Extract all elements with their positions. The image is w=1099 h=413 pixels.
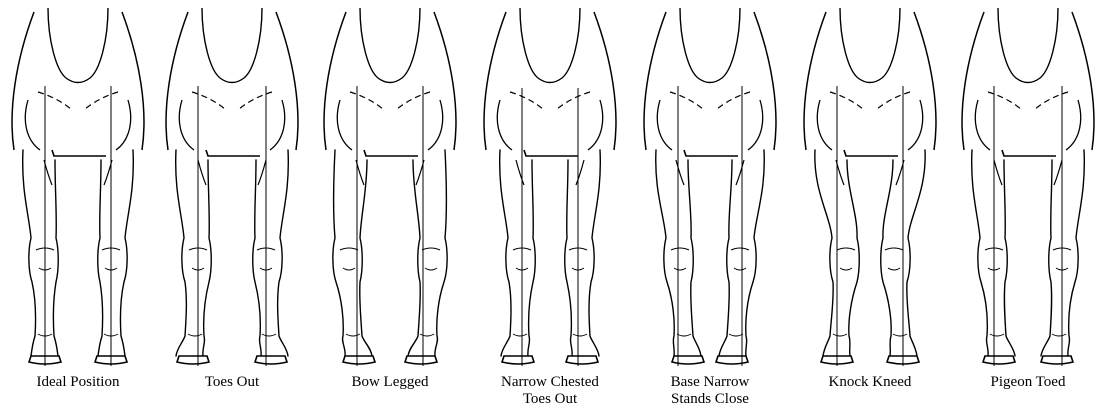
caption-line: Toes Out bbox=[476, 391, 624, 408]
horse-front-legs-drawing bbox=[316, 0, 464, 372]
horse-front-legs-drawing bbox=[4, 0, 152, 372]
figure-knock-kneed: Knock Kneed bbox=[796, 0, 944, 413]
horse-front-legs-drawing bbox=[954, 0, 1099, 372]
figure-toes-out: Toes Out bbox=[158, 0, 306, 413]
caption-line: Narrow Chested bbox=[476, 374, 624, 391]
caption-line: Base Narrow bbox=[636, 374, 784, 391]
horse-front-legs-drawing bbox=[476, 0, 624, 372]
horse-front-legs-drawing bbox=[636, 0, 784, 372]
figure-bow-legged: Bow Legged bbox=[316, 0, 464, 413]
figure-caption: Ideal Position bbox=[4, 374, 152, 391]
caption-line: Bow Legged bbox=[316, 374, 464, 391]
horse-front-legs-drawing bbox=[796, 0, 944, 372]
figure-caption: Bow Legged bbox=[316, 374, 464, 391]
caption-line: Ideal Position bbox=[4, 374, 152, 391]
caption-line: Knock Kneed bbox=[796, 374, 944, 391]
caption-line: Toes Out bbox=[158, 374, 306, 391]
figure-ideal: Ideal Position bbox=[4, 0, 152, 413]
figure-pigeon-toed: Pigeon Toed bbox=[954, 0, 1099, 413]
figure-caption: Knock Kneed bbox=[796, 374, 944, 391]
caption-line: Stands Close bbox=[636, 391, 784, 408]
caption-line: Pigeon Toed bbox=[954, 374, 1099, 391]
figure-caption: Pigeon Toed bbox=[954, 374, 1099, 391]
horse-front-legs-drawing bbox=[158, 0, 306, 372]
figure-caption: Toes Out bbox=[158, 374, 306, 391]
